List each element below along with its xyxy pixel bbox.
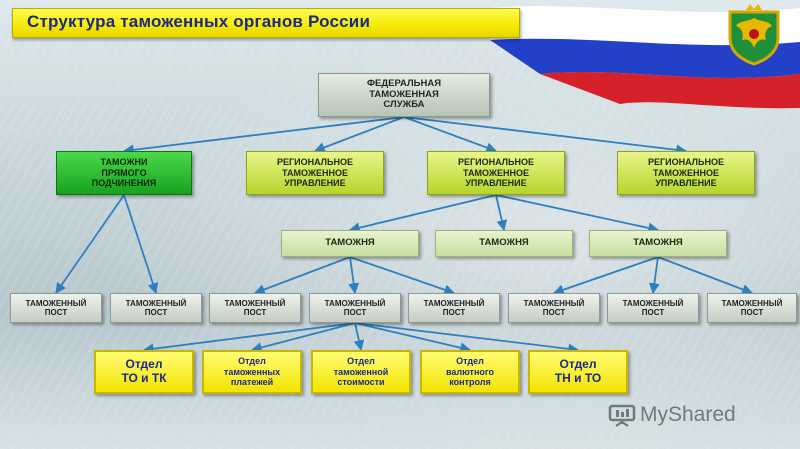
connector-arrow (403, 116, 688, 156)
node-label: ТАМОЖЕННЫЙ ПОСТ (721, 298, 783, 317)
node-label: ТАМОЖЕННЫЙ ПОСТ (423, 298, 485, 317)
node-regional-customs-office-2: РЕГИОНАЛЬНОЕ ТАМОЖЕННОЕ УПРАВЛЕНИЕ (427, 151, 565, 195)
node-label: ТАМОЖЕННЫЙ ПОСТ (125, 298, 187, 317)
node-customs-post-2: ТАМОЖЕННЫЙ ПОСТ (110, 293, 202, 323)
presentation-screen-icon (608, 404, 636, 427)
node-label: ТАМОЖНЯ (633, 237, 683, 249)
node-label: РЕГИОНАЛЬНОЕ ТАМОЖЕННОЕ УПРАВЛЕНИЕ (277, 157, 353, 189)
node-label: ТАМОЖЕННЫЙ ПОСТ (523, 298, 585, 317)
node-dept-to-tk: Отдел ТО и ТК (94, 350, 194, 394)
connector-arrow (348, 194, 497, 233)
node-customs-post-6: ТАМОЖЕННЫЙ ПОСТ (508, 293, 600, 323)
node-dept-tn-to: Отдел ТН и ТО (528, 350, 628, 394)
node-label: Отдел таможенных платежей (223, 356, 281, 388)
node-customs-3: ТАМОЖНЯ (589, 230, 727, 257)
node-direct-subordination-customs: ТАМОЖНИ ПРЯМОГО ПОДЧИНЕНИЯ (56, 151, 192, 195)
title-bar: Структура таможенных органов России (12, 8, 520, 38)
connector-arrow (250, 322, 356, 353)
connector-arrow (253, 256, 351, 295)
node-regional-customs-office-1: РЕГИОНАЛЬНОЕ ТАМОЖЕННОЕ УПРАВЛЕНИЕ (246, 151, 384, 195)
node-label: ТАМОЖЕННЫЙ ПОСТ (324, 298, 386, 317)
node-label: ТАМОЖНЯ (325, 237, 375, 249)
node-customs-post-1: ТАМОЖЕННЫЙ ПОСТ (10, 293, 102, 323)
node-label: ТАМОЖНЯ (479, 237, 529, 249)
node-label: Отдел ТН и ТО (554, 357, 602, 385)
connector-arrow (123, 194, 159, 295)
connector-arrow (354, 322, 580, 355)
node-customs-post-4: ТАМОЖЕННЫЙ ПОСТ (309, 293, 401, 323)
customs-emblem-icon (728, 4, 780, 66)
connector-arrow (122, 116, 405, 156)
connector-arrow (353, 322, 365, 352)
node-federal-customs-service: ФЕДЕРАЛЬНАЯ ТАМОЖЕННАЯ СЛУЖБА (318, 73, 490, 117)
node-label: ТАМОЖЕННЫЙ ПОСТ (25, 298, 87, 317)
connector-arrow (495, 194, 508, 232)
watermark-text: MyShared (640, 403, 736, 426)
connector-arrow (403, 116, 498, 153)
node-regional-customs-office-3: РЕГИОНАЛЬНОЕ ТАМОЖЕННОЕ УПРАВЛЕНИЕ (617, 151, 755, 195)
node-customs-post-7: ТАМОЖЕННЫЙ ПОСТ (607, 293, 699, 323)
node-customs-post-5: ТАМОЖЕННЫЙ ПОСТ (408, 293, 500, 323)
connector-arrow (648, 256, 660, 295)
node-customs-2: ТАМОЖНЯ (435, 230, 573, 257)
russian-flag-graphic (490, 6, 800, 109)
node-label: ТАМОЖЕННЫЙ ПОСТ (224, 298, 286, 317)
connector-arrow (142, 322, 356, 355)
connector-arrow (349, 256, 456, 295)
node-label: РЕГИОНАЛЬНОЕ ТАМОЖЕННОЕ УПРАВЛЕНИЕ (648, 157, 724, 189)
node-label: Отдел валютного контроля (445, 356, 495, 388)
node-label: РЕГИОНАЛЬНОЕ ТАМОЖЕННОЕ УПРАВЛЕНИЕ (458, 157, 534, 189)
connector-arrow (657, 256, 754, 295)
connector-arrow (55, 194, 125, 294)
node-label: Отдел ТО и ТК (121, 357, 167, 385)
connector-arrow (354, 322, 472, 354)
node-dept-customs-payments: Отдел таможенных платежей (202, 350, 302, 394)
node-dept-customs-value: Отдел таможенной стоимости (311, 350, 411, 394)
node-label: ТАМОЖЕННЫЙ ПОСТ (622, 298, 684, 317)
node-customs-post-3: ТАМОЖЕННЫЙ ПОСТ (209, 293, 301, 323)
node-label: ТАМОЖНИ ПРЯМОГО ПОДЧИНЕНИЯ (91, 157, 157, 189)
node-label: ФЕДЕРАЛЬНАЯ ТАМОЖЕННАЯ СЛУЖБА (366, 77, 442, 111)
connector-arrow (348, 256, 360, 295)
node-customs-post-8: ТАМОЖЕННЫЙ ПОСТ (707, 293, 797, 323)
slide-title: Структура таможенных органов России (27, 12, 371, 31)
connector-arrow (313, 116, 405, 153)
connector-arrow (552, 256, 659, 295)
myshared-watermark: MyShared (604, 398, 774, 434)
connector-arrow (495, 194, 660, 234)
node-customs-1: ТАМОЖНЯ (281, 230, 419, 257)
node-label: Отдел таможенной стоимости (333, 356, 389, 388)
node-dept-currency-control: Отдел валютного контроля (420, 350, 520, 394)
